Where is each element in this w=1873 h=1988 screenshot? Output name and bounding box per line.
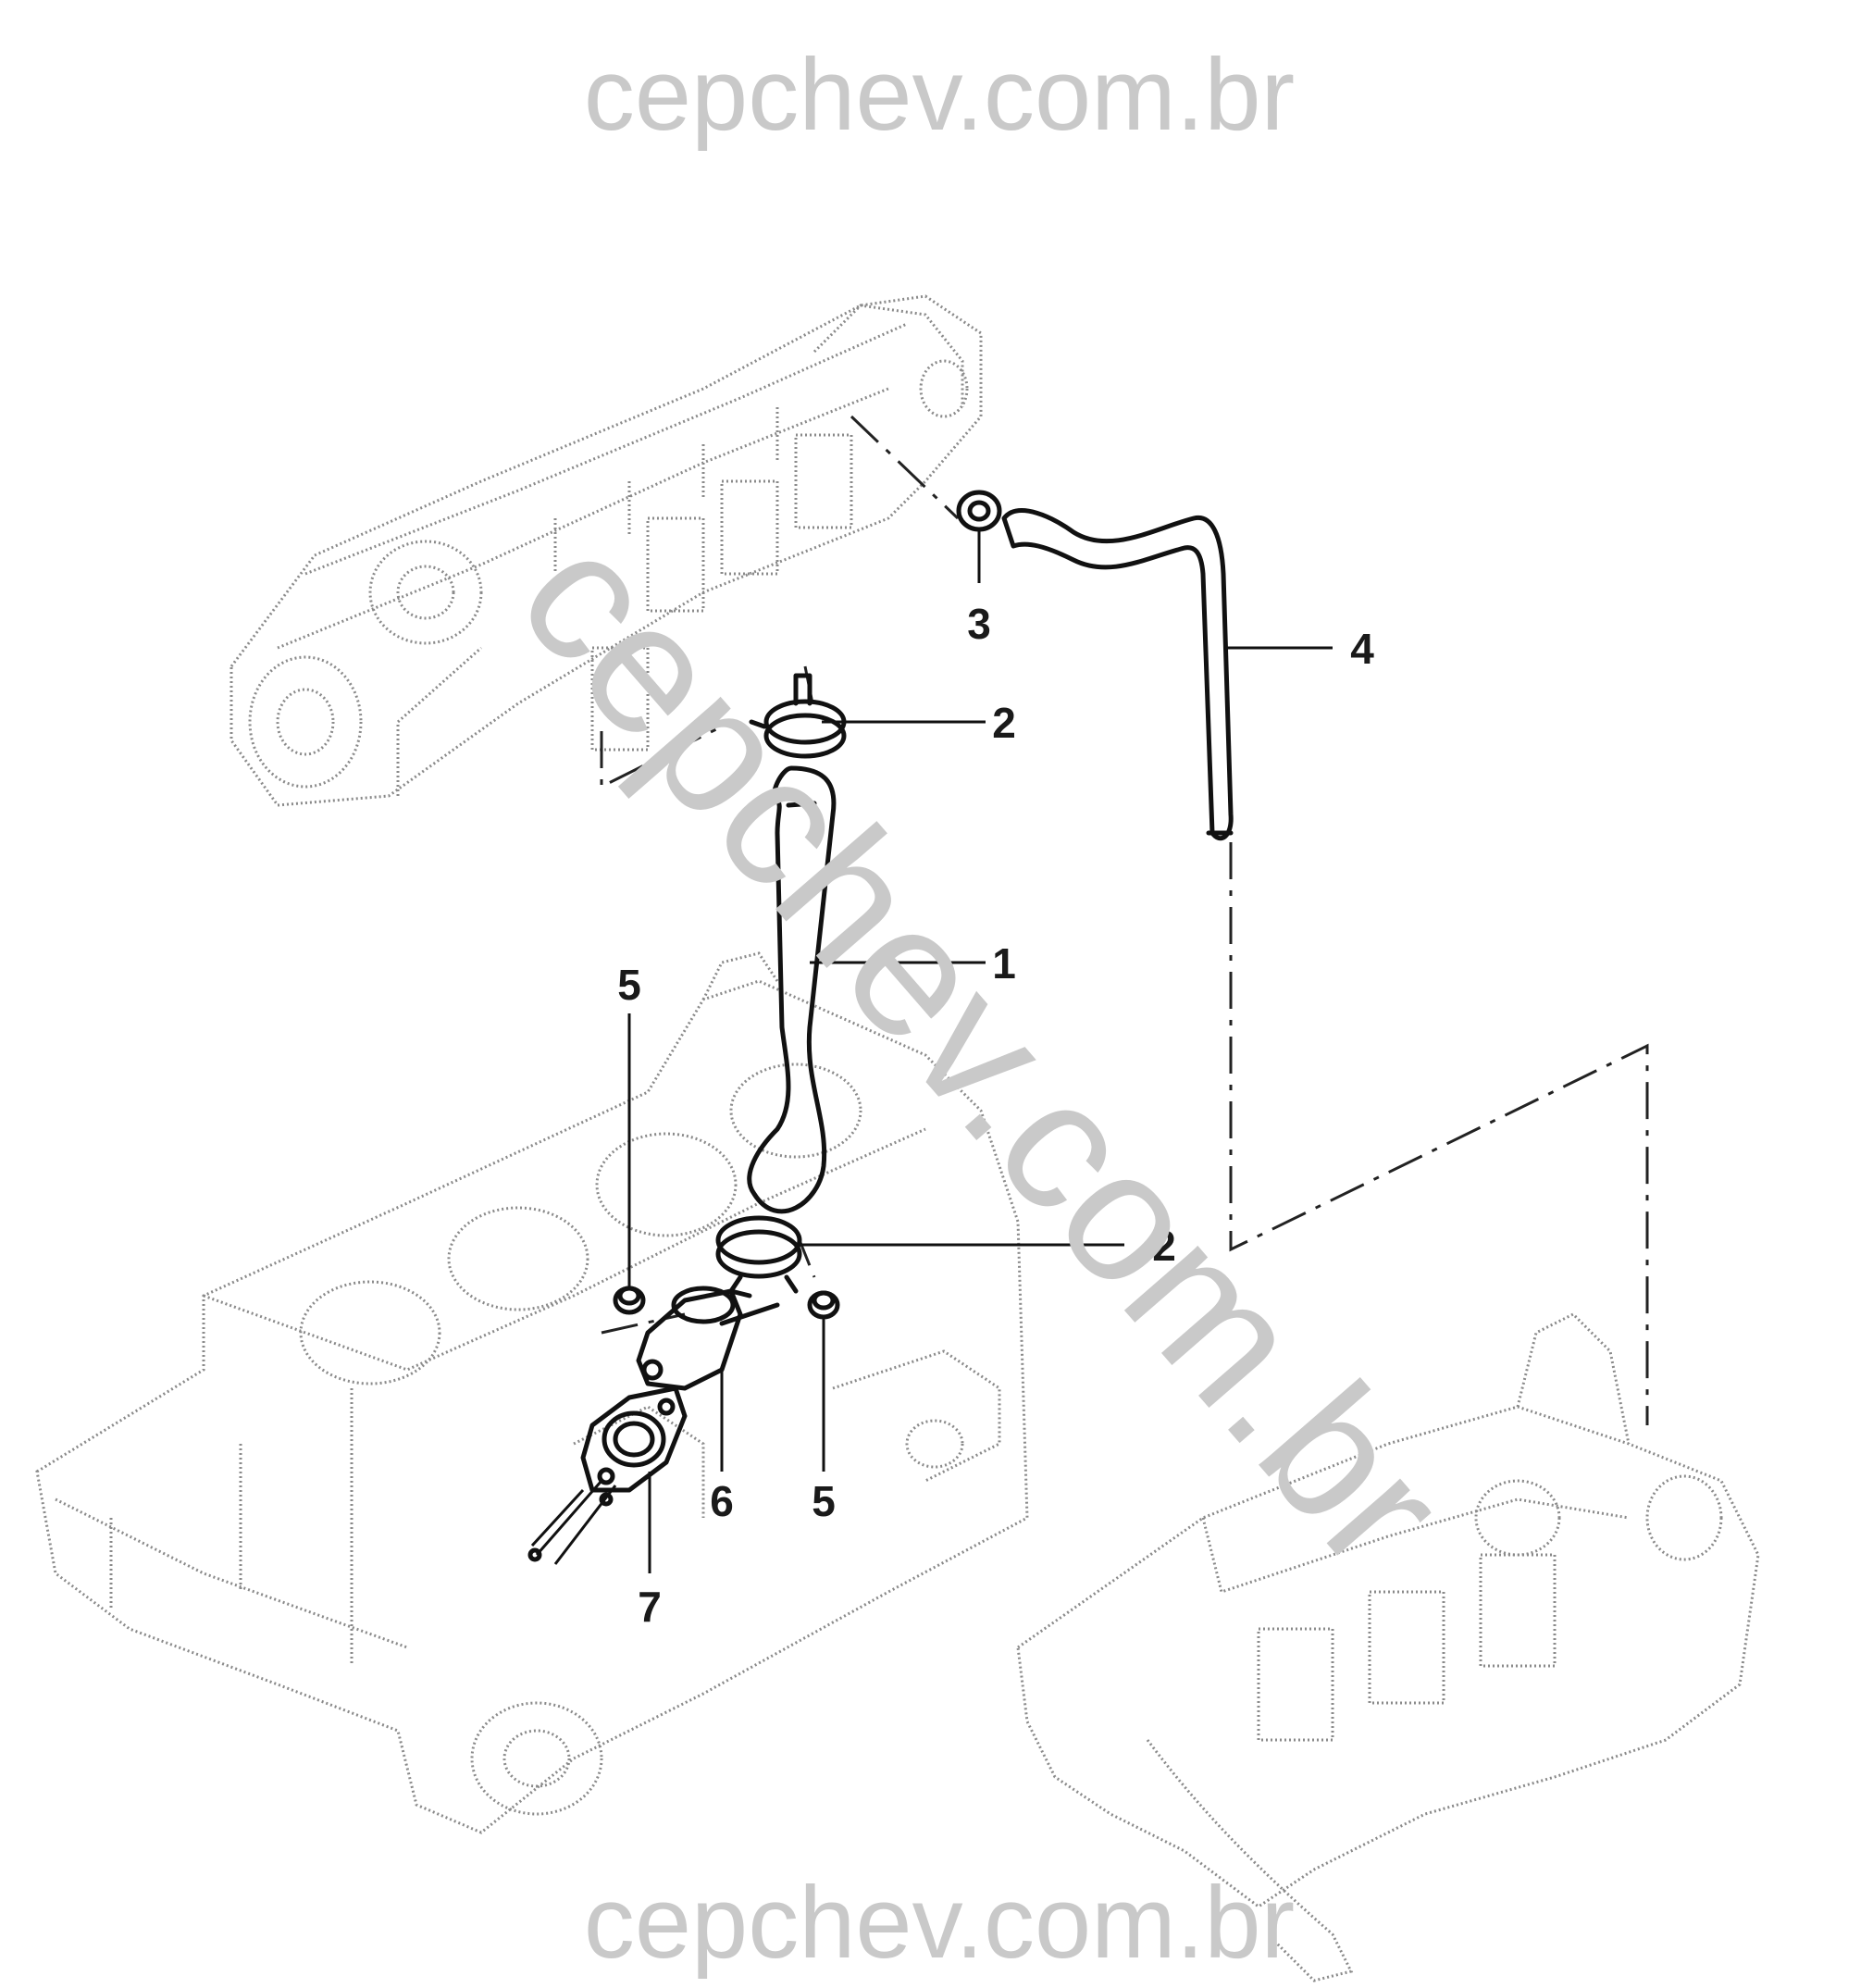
callout-6: 6 (710, 1477, 734, 1525)
leader-lines (627, 646, 1333, 1573)
cylinder-head-ghost (229, 294, 983, 807)
callout-2-bottom: 2 (1152, 1222, 1176, 1270)
callout-1: 1 (992, 939, 1016, 988)
callout-7: 7 (638, 1583, 662, 1631)
hose-clamp-bottom (715, 1215, 802, 1298)
callout-5-left: 5 (617, 961, 641, 1009)
intake-manifold-ghost (1016, 1312, 1760, 1982)
engine-block-ghost (35, 951, 1029, 1834)
water-outlet-housing (636, 1286, 780, 1391)
outlet-gasket (527, 1385, 688, 1565)
small-clamp (956, 490, 1002, 583)
upper-radiator-hose (747, 765, 837, 1214)
callout-3: 3 (967, 600, 991, 648)
callout-2-top: 2 (992, 699, 1016, 747)
watermark-top: cepchev.com.br (584, 38, 1295, 152)
watermark-bottom: cepchev.com.br (584, 1866, 1295, 1980)
watermark-diagonal: cepchev.com.br (480, 495, 1484, 1607)
callout-4: 4 (1350, 625, 1374, 673)
callout-5-right: 5 (812, 1477, 836, 1525)
nut-left (613, 1286, 646, 1315)
nut-right (807, 1290, 840, 1320)
bypass-hose (1001, 508, 1234, 841)
